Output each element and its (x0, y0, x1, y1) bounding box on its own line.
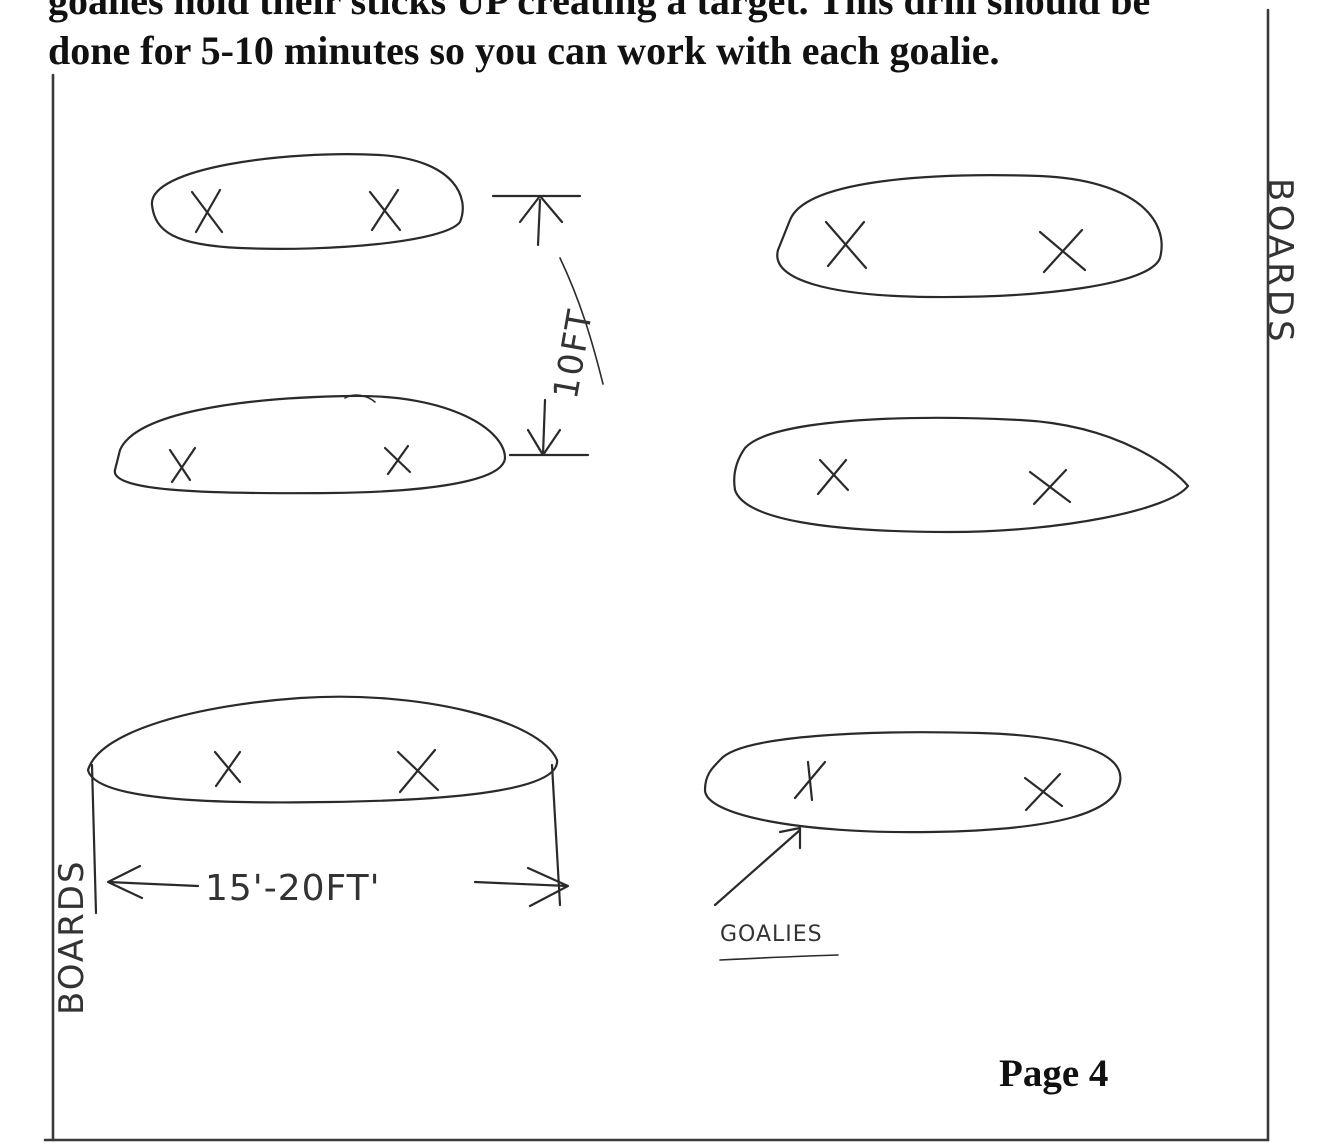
station-middle-right-outline (733, 416, 1190, 534)
dimension-width-right-extension (550, 763, 562, 907)
station-bottom-left-marker-2 (396, 748, 440, 794)
station-middle-left-marker-1 (168, 446, 197, 484)
boards-label-left: BOARDS (52, 859, 92, 1015)
station-bottom-right-outline (703, 731, 1122, 834)
goalies-label: GOALIES (720, 922, 823, 947)
station-bottom-right-marker-1 (793, 760, 827, 802)
station-width-label: 15'-20FT' (205, 868, 381, 909)
station-middle-right-marker-2 (1028, 468, 1072, 506)
station-middle-left-outline (113, 394, 507, 495)
station-middle-left-nub (344, 394, 376, 403)
station-middle-right-marker-1 (816, 458, 850, 496)
station-top-left-marker-2 (368, 188, 402, 232)
station-bottom-left-outline (86, 695, 559, 804)
station-top-right-outline (776, 174, 1163, 299)
dimension-width-right-arrow (473, 866, 570, 908)
goalies-label-underline (719, 954, 839, 961)
boards-label-right: BOARDS (1260, 178, 1300, 346)
station-bottom-left-marker-1 (213, 750, 242, 788)
station-top-left-marker-1 (190, 188, 224, 234)
station-middle-left-marker-2 (383, 444, 412, 476)
station-bottom-right-marker-2 (1023, 772, 1064, 812)
page-number: Page 4 (999, 1052, 1109, 1095)
dimension-width-left-extension (90, 763, 98, 915)
paragraph-line-2: done for 5-10 minutes so you can work wi… (48, 28, 1000, 73)
station-top-right-marker-2 (1038, 228, 1087, 274)
dimension-10ft-bottom-arrow (508, 398, 590, 457)
station-top-left-outline (150, 153, 464, 250)
dimension-10ft-top-arrow (491, 194, 582, 247)
goalies-pointer-arrow (713, 826, 802, 907)
dimension-width-left-arrow (106, 864, 200, 900)
dimension-10ft-underline (559, 257, 604, 385)
paragraph-line-1: goalies hold their sticks UP creating a … (48, 0, 1151, 23)
station-top-right-marker-1 (824, 220, 868, 270)
